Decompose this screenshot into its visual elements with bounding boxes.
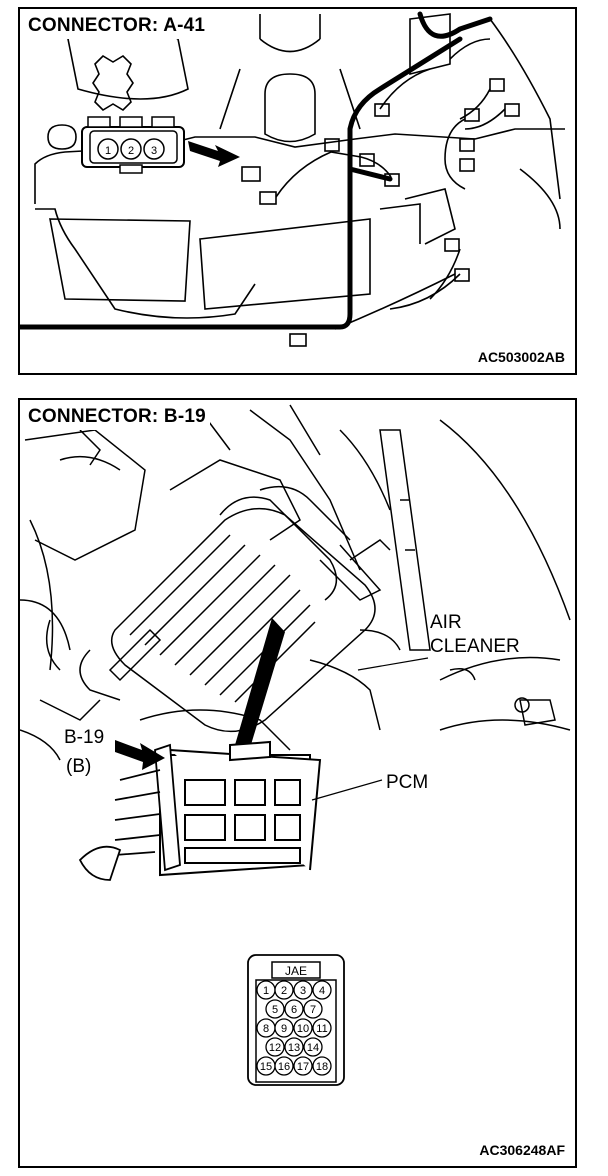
jae-pin-circle	[303, 999, 323, 1019]
jae-pin-label: 18	[316, 1061, 328, 1073]
jae-pin-circle	[312, 980, 332, 1000]
panel-a-code: AC503002AB	[477, 349, 565, 365]
pin-3-label: 3	[151, 145, 157, 157]
engine-bay-illustration-a: 1 2 3	[20, 11, 565, 347]
panel-a-title: CONNECTOR: A-41	[28, 15, 210, 39]
jae-pin-label: 15	[260, 1061, 272, 1073]
jae-pin-circle	[303, 1037, 323, 1057]
jae-pin-label: 1	[263, 985, 269, 997]
pin-2-circle	[120, 138, 142, 160]
jae-pin-label: 5	[272, 1004, 278, 1016]
jae-pin-label: 13	[288, 1042, 300, 1054]
jae-pin-label: 2	[281, 985, 287, 997]
jae-pin-label: 16	[278, 1061, 290, 1073]
pcm-unit	[159, 740, 322, 877]
jae-pin-label: 12	[269, 1042, 281, 1054]
jae-pin-circle	[274, 1056, 294, 1076]
pin-3-circle	[143, 138, 165, 160]
jae-pin-circle	[284, 1037, 304, 1057]
jae-pin-label: 7	[310, 1004, 316, 1016]
connector-a41-panel: CONNECTOR: A-41	[18, 7, 577, 375]
jae-pin-label: 10	[297, 1023, 309, 1035]
panel-b-code: AC306248AF	[479, 1142, 565, 1158]
jae-pin-circle	[274, 1018, 294, 1038]
jae-label: JAE	[285, 964, 307, 978]
jae-pin-circle	[265, 999, 285, 1019]
jae-pin-circle	[312, 1018, 332, 1038]
jae-pin-circle	[265, 1037, 285, 1057]
jae-pin-circle	[274, 980, 294, 1000]
connector-b19-panel: CONNECTOR: B-19	[18, 398, 577, 1168]
jae-pin-circle	[293, 980, 313, 1000]
air-cleaner-label-line1: AIR	[430, 612, 462, 633]
pin-1-circle	[97, 138, 119, 160]
jae-pin-circle	[284, 999, 304, 1019]
jae-pin-label: 6	[291, 1004, 297, 1016]
pin-1-label: 1	[105, 145, 111, 157]
jae-pin-label: 8	[263, 1023, 269, 1035]
jae-pin-circle	[293, 1056, 313, 1076]
jae-pin-circle	[293, 1018, 313, 1038]
air-cleaner-label-line2: CLEANER	[430, 636, 520, 657]
jae-pin-circle	[312, 1056, 332, 1076]
panel-b-title: CONNECTOR: B-19	[28, 406, 210, 430]
pointer-arrow-a	[188, 141, 240, 167]
pcm-label: PCM	[386, 772, 429, 793]
b19-sub-label: (B)	[66, 756, 92, 777]
jae-pin-label: 4	[319, 985, 325, 997]
jae-pin-label: 17	[297, 1061, 309, 1073]
jae-pin-label: 9	[281, 1023, 287, 1035]
jae-pin-label: 14	[307, 1042, 319, 1054]
jae-pin-label: 3	[300, 985, 306, 997]
pin-2-label: 2	[128, 145, 134, 157]
jae-pin-label: 11	[316, 1023, 327, 1035]
b19-label: B-19	[64, 727, 105, 748]
pointer-arrow-b	[115, 740, 165, 770]
